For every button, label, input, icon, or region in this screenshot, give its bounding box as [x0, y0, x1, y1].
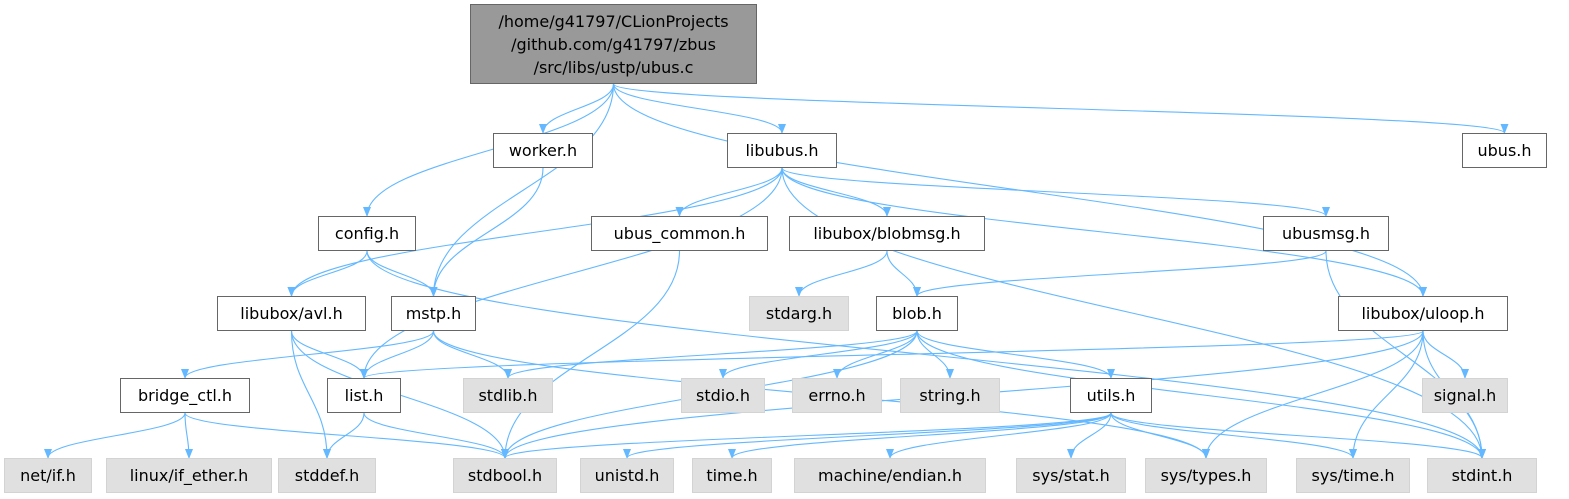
edge-utils-to-stdint [1110, 412, 1486, 459]
node-stddef-h: stddef.h [278, 458, 376, 493]
edge-blobmsg-to-stdarg [795, 250, 888, 297]
edge-utils-to-sysstat [1067, 412, 1112, 459]
root-path-line-1: /home/g41797/CLionProjects [498, 11, 729, 31]
node-mstp-h[interactable]: mstp.h [391, 296, 476, 331]
edge-utils-to-unistd [623, 412, 1112, 459]
node-machine-endian-h: machine/endian.h [794, 458, 986, 493]
edge-list-to-stdbool [363, 412, 509, 459]
edge-mstp-to-stdlib [432, 330, 512, 379]
node-ubusmsg-h[interactable]: ubusmsg.h [1263, 216, 1389, 251]
node-root-ubus-c[interactable]: /home/g41797/CLionProjects /github.com/g… [470, 4, 757, 84]
node-libubox-blobmsg-h[interactable]: libubox/blobmsg.h [789, 216, 985, 251]
edge-bridge_ctl-to-netif [44, 412, 186, 459]
node-stdint-h: stdint.h [1427, 458, 1537, 493]
node-unistd-h: unistd.h [580, 458, 674, 493]
edge-worker-to-mstp [429, 167, 544, 297]
node-linux-if-ether-h: linux/if_ether.h [106, 458, 272, 493]
edge-blob-to-utils [916, 330, 1115, 379]
edge-root-to-worker [539, 83, 615, 134]
edge-mstp-to-bridge_ctl [181, 330, 435, 379]
edge-utils-to-systime [1110, 412, 1357, 459]
edge-blobmsg-to-blob [886, 250, 921, 297]
edge-blob-to-stdio [719, 330, 918, 379]
node-sys-stat-h: sys/stat.h [1016, 458, 1126, 493]
edge-avl-to-stddef [290, 330, 331, 459]
edge-libubus-to-ubus_common [675, 167, 783, 217]
edge-bridge_ctl-to-ifether [184, 412, 193, 459]
edge-utils-to-stdbool [501, 412, 1112, 459]
edge-utils-to-systypes [1110, 412, 1210, 459]
edge-list-to-stddef [323, 412, 365, 459]
edge-uloop-to-list [360, 330, 1424, 379]
edge-utils-to-endian [886, 412, 1112, 459]
node-sys-time-h: sys/time.h [1296, 458, 1410, 493]
node-libubus-h[interactable]: libubus.h [727, 133, 837, 168]
node-stdlib-h: stdlib.h [463, 378, 553, 413]
node-stdio-h: stdio.h [681, 378, 765, 413]
edge-root-to-config [363, 83, 615, 217]
edge-uloop-to-systypes [1202, 330, 1424, 459]
edge-ubusmsg-to-blob [913, 250, 1327, 297]
node-sys-types-h: sys/types.h [1145, 458, 1267, 493]
node-ubus-common-h[interactable]: ubus_common.h [591, 216, 768, 251]
edge-libubus-to-ubusmsg [781, 167, 1330, 217]
edge-config-to-avl [287, 250, 368, 297]
edge-blob-to-string [916, 330, 954, 379]
edge-libubus-to-list [360, 167, 783, 379]
edge-uloop-to-systime [1349, 330, 1424, 459]
edge-ubusmsg-to-stdint [1325, 250, 1486, 459]
node-utils-h[interactable]: utils.h [1070, 378, 1152, 413]
node-libubox-uloop-h[interactable]: libubox/uloop.h [1338, 296, 1508, 331]
node-net-if-h: net/if.h [4, 458, 92, 493]
root-path-line-2: /github.com/g41797/zbus [511, 34, 716, 54]
node-string-h: string.h [900, 378, 1000, 413]
edge-avl-to-list [290, 330, 368, 379]
edge-config-to-stdint [366, 250, 1486, 459]
edge-blob-to-stdlib [504, 330, 918, 379]
root-path-line-3: /src/libs/ustp/ubus.c [533, 57, 694, 77]
edge-root-to-libubus [612, 83, 786, 134]
node-time-h: time.h [692, 458, 772, 493]
node-errno-h: errno.h [792, 378, 882, 413]
node-worker-h[interactable]: worker.h [493, 133, 593, 168]
edge-config-to-mstp [366, 250, 438, 297]
node-bridge-ctl-h[interactable]: bridge_ctl.h [120, 378, 250, 413]
edge-libubus-to-blobmsg [781, 167, 891, 217]
edge-ubus_common-to-stdbool [501, 250, 681, 459]
edge-libubus-to-uloop [781, 167, 1427, 297]
node-list-h[interactable]: list.h [327, 378, 401, 413]
edge-utils-to-time [728, 412, 1112, 459]
node-config-h[interactable]: config.h [318, 216, 416, 251]
edge-root-to-ubus [612, 83, 1509, 134]
edge-uloop-to-signal [1422, 330, 1469, 379]
edge-root-to-mstp [429, 83, 615, 297]
node-stdbool-h: stdbool.h [453, 458, 557, 493]
node-stdarg-h: stdarg.h [749, 296, 849, 331]
node-ubus-h[interactable]: ubus.h [1462, 133, 1547, 168]
node-signal-h: signal.h [1422, 378, 1508, 413]
node-blob-h[interactable]: blob.h [876, 296, 958, 331]
node-libubox-avl-h[interactable]: libubox/avl.h [217, 296, 366, 331]
edge-libubus-to-avl [287, 167, 783, 297]
